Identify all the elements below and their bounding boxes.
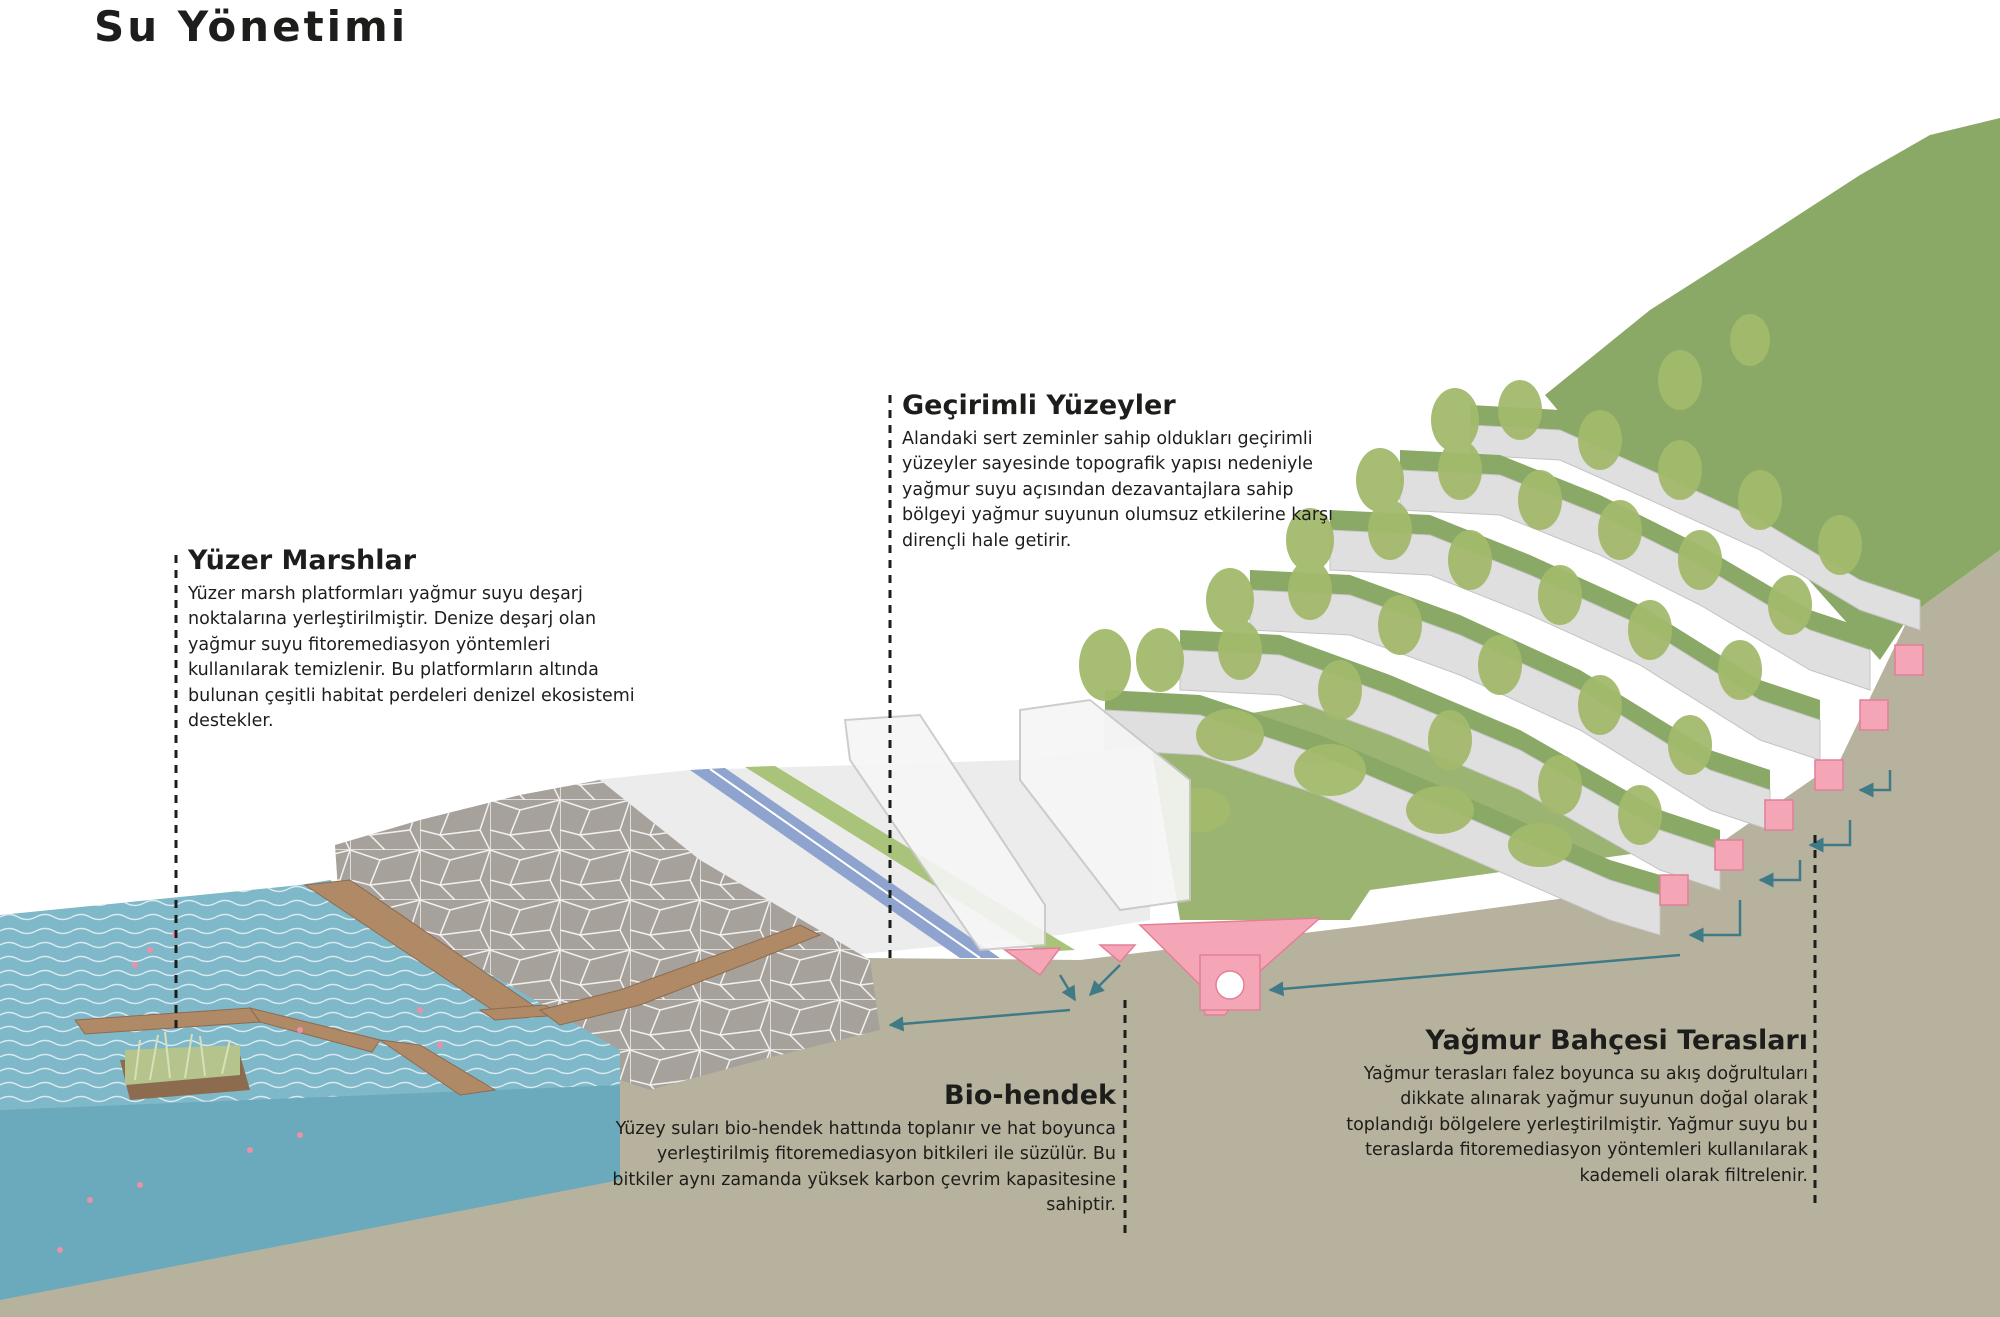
- drainage-system: [1002, 644, 1924, 1016]
- rain-garden-terraces-title: Yağmur Bahçesi Terasları: [1425, 1025, 1808, 1056]
- permeable-surfaces-text: Alandaki sert zeminler sahip oldukları g…: [902, 429, 1334, 551]
- floating-marsh-title: Yüzer Marshlar: [188, 545, 417, 576]
- flow-arrow: [888, 1008, 1071, 1032]
- bioswale-annotation: Bio-hendek Yüzey suları bio-hendek hattı…: [600, 1080, 1116, 1219]
- flow-arrow: [1758, 860, 1802, 888]
- terrace-trees: [1079, 314, 1862, 867]
- bioswale-title: Bio-hendek: [944, 1080, 1116, 1111]
- storm-tank: [1199, 954, 1261, 1011]
- rain-garden-terraces-annotation: Yağmur Bahçesi Terasları Yağmur teraslar…: [1330, 1025, 1808, 1189]
- permeable-surfaces-annotation: Geçirimli Yüzeyler Alandaki sert zeminle…: [902, 390, 1362, 554]
- flow-arrow: [1858, 770, 1892, 798]
- rain-garden-terraces-text: Yağmur terasları falez boyunca su akış d…: [1346, 1064, 1808, 1186]
- flow-arrow: [1058, 974, 1077, 1002]
- annotation-leader-lines: [174, 395, 1817, 1240]
- page-title: Su Yönetimi: [94, 2, 409, 51]
- bioswale-text: Yüzey suları bio-hendek hattında toplanı…: [612, 1119, 1116, 1216]
- floating-marsh-text: Yüzer marsh platformları yağmur suyu deş…: [188, 584, 635, 731]
- water-flow-arrows: [568, 770, 1892, 1065]
- floating-marsh-platform: [120, 1031, 250, 1100]
- flow-arrow: [1688, 900, 1742, 943]
- tram-outline: [843, 698, 1191, 952]
- pump-icon: [1215, 970, 1245, 1000]
- floating-marsh-annotation: Yüzer Marshlar Yüzer marsh platformları …: [188, 545, 648, 734]
- flow-arrow: [1268, 953, 1681, 997]
- green-slope: [1545, 118, 2000, 660]
- sea-section: [0, 1085, 620, 1300]
- flow-arrow: [1088, 964, 1121, 997]
- flow-arrow: [1808, 820, 1852, 853]
- wooden-pier: [74, 879, 822, 1096]
- permeable-surfaces-title: Geçirimli Yüzeyler: [902, 390, 1176, 421]
